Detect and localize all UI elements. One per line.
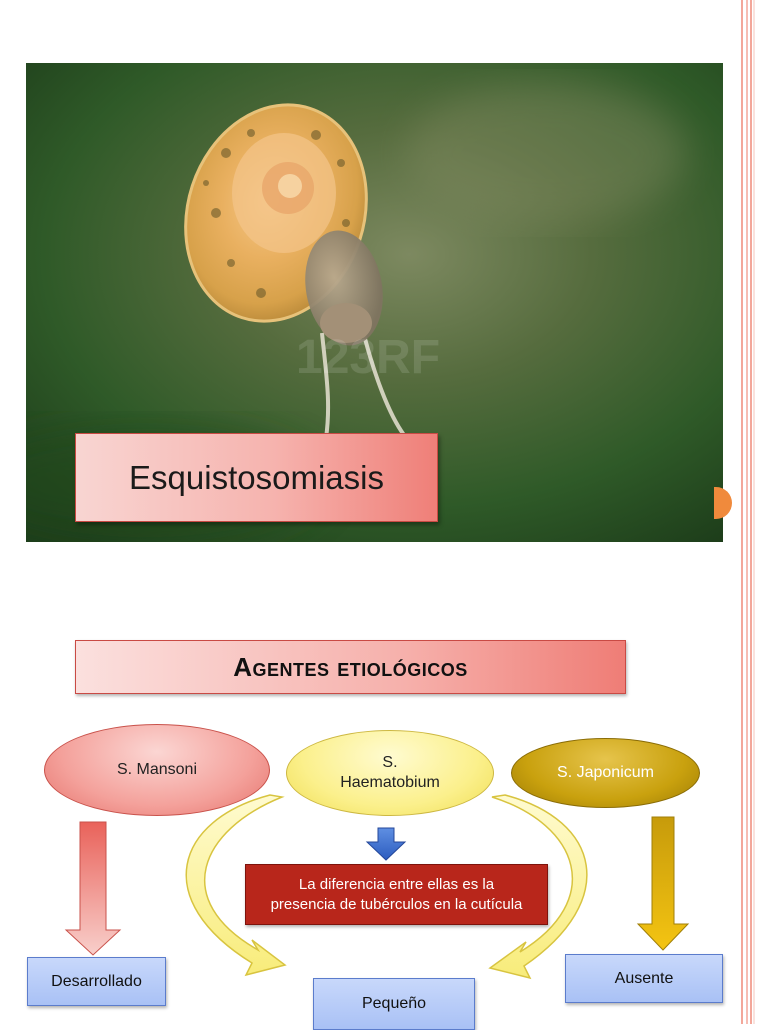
svg-text:123RF: 123RF <box>296 331 440 384</box>
difference-note-line1: La diferencia entre ellas es la <box>298 875 495 893</box>
species-haematobium-line1: S. <box>382 754 398 771</box>
japonicum-arrow <box>636 816 690 951</box>
slide-border-decoration <box>741 0 755 1024</box>
result-mansoni: Desarrollado <box>27 957 166 1006</box>
haematobium-arrow <box>365 827 407 861</box>
species-haematobium-line2: Haematobium <box>340 774 440 791</box>
result-haematobium: Pequeño <box>313 978 475 1030</box>
section-title: Agentes etiológicos <box>75 640 626 694</box>
difference-note-line2: presencia de tubérculos en la cutícula <box>270 895 523 913</box>
species-mansoni: S. Mansoni <box>44 724 270 816</box>
species-japonicum: S. Japonicum <box>511 738 700 808</box>
result-japonicum: Ausente <box>565 954 723 1003</box>
species-haematobium: S. Haematobium <box>286 730 494 816</box>
slide-title: Esquistosomiasis <box>75 433 438 522</box>
mansoni-arrow <box>64 821 122 956</box>
accent-dot <box>714 487 732 519</box>
difference-note: La diferencia entre ellas es la presenci… <box>245 864 548 925</box>
